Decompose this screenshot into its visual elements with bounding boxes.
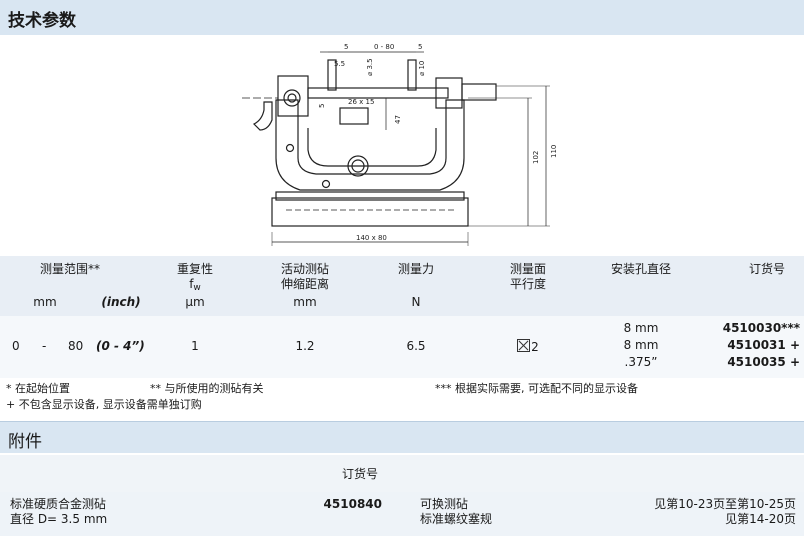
- header-order: 订货号: [748, 262, 785, 276]
- range-from: 0: [12, 339, 20, 353]
- center-hole: [347, 155, 369, 177]
- right-thimble: [461, 83, 497, 101]
- range-inch: (0 - 4”): [96, 339, 145, 353]
- note-1: * 在起始位置: [6, 382, 70, 395]
- dim-2615: 26 x 15: [348, 98, 374, 106]
- accessories-header-bar: 附件: [0, 421, 804, 453]
- note-4: + 不包含显示设备, 显示设备需单独订购: [6, 398, 202, 411]
- technical-header-bar: 技术参数: [0, 0, 804, 35]
- header-force: 测量力: [397, 262, 434, 276]
- left-knob: [283, 89, 301, 107]
- base-top: [275, 191, 465, 201]
- base-plate: [271, 197, 469, 227]
- unit-stroke: mm: [293, 295, 317, 309]
- dim-range: 0 - 80: [374, 43, 394, 51]
- mount-1: 8 mm: [623, 321, 659, 335]
- repeat-value: 1: [191, 339, 199, 353]
- dim-55: 5.5: [334, 60, 345, 68]
- accessory-2-name: 可换测砧: [420, 497, 469, 511]
- dim-110: 110: [550, 145, 558, 158]
- order-3: 4510035 +: [727, 355, 800, 369]
- dim-dia35: ⌀ 3.5: [366, 58, 374, 76]
- dim-47: 47: [394, 115, 402, 124]
- force-value: 6.5: [406, 339, 426, 353]
- unit-mm: mm: [33, 295, 57, 309]
- unit-repeat: µm: [185, 295, 205, 309]
- order-1: 4510030***: [722, 321, 800, 335]
- stroke-value: 1.2: [295, 339, 315, 353]
- spindle: [307, 87, 449, 99]
- accessory-2-spec: 标准螺纹塞规: [420, 512, 493, 526]
- mount-3: .375”: [624, 355, 658, 369]
- gauge-frame: [275, 99, 465, 191]
- left-anvil-block: [277, 75, 309, 117]
- note-2: ** 与所使用的测砧有关: [150, 382, 264, 395]
- accessories-order-header-band: [0, 455, 804, 492]
- header-mount: 安装孔直径: [610, 262, 671, 276]
- range-to: 80: [68, 339, 84, 353]
- unit-inch: (inch): [101, 295, 141, 309]
- dim-102: 102: [532, 151, 540, 164]
- right-anvil-block: [435, 77, 463, 109]
- range-dash: -: [42, 339, 47, 353]
- dim-5a: 5: [344, 43, 348, 51]
- flatness-icon: [517, 339, 531, 352]
- accessories-title: 附件: [8, 432, 42, 452]
- dim-dia10: ⌀ 10: [418, 61, 426, 76]
- lever: [252, 101, 273, 131]
- accessories-order-header: 订货号: [341, 467, 378, 481]
- dim-5b: 5: [418, 43, 422, 51]
- spec-table-header: [0, 256, 804, 316]
- dim-14080: 140 x 80: [356, 234, 387, 242]
- accessory-1-order: 4510840: [323, 497, 382, 511]
- mount-2: 8 mm: [623, 338, 659, 352]
- order-2: 4510031 +: [727, 338, 800, 352]
- header-flatness: 测量面 平行度: [509, 262, 546, 291]
- technical-title: 技术参数: [8, 11, 76, 31]
- unit-force: N: [411, 295, 421, 309]
- note-3: *** 根据实际需要, 可选配不同的显示设备: [435, 382, 638, 395]
- accessory-1-name: 标准硬质合金测砧: [10, 497, 107, 511]
- header-repeat: 重复性 fw: [176, 262, 213, 293]
- accessory-1-spec: 直径 D= 3.5 mm: [10, 512, 108, 526]
- accessory-2-ref-2: 见第14-20页: [725, 512, 796, 526]
- flatness-value: 2: [488, 339, 568, 355]
- accessory-2-ref-1: 见第10-23页至第10-25页: [654, 497, 796, 511]
- accessories-row: [0, 492, 804, 536]
- header-range: 测量范围**: [39, 262, 100, 276]
- spec-table-row: [0, 316, 804, 378]
- dim-5c: 5: [318, 104, 326, 108]
- center-stem: [339, 107, 369, 125]
- header-stroke: 活动测砧 伸缩距离: [280, 262, 329, 291]
- gauge-technical-drawing: 5 0 - 80 5 5.5 ⌀ 3.5 ⌀ 10 5 26 x 15 47 1…: [242, 43, 558, 246]
